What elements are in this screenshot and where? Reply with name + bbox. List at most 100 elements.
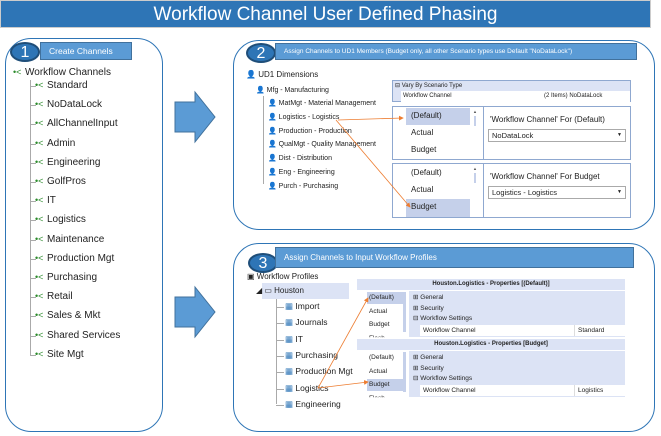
- channel-item[interactable]: •<Shared Services: [35, 329, 121, 341]
- scrollbar[interactable]: ▲: [473, 109, 477, 159]
- workflow-profiles-root[interactable]: ▣ Workflow Profiles: [247, 272, 319, 281]
- channel-item[interactable]: •<Site Mgt: [35, 348, 84, 360]
- workflow-profile-item[interactable]: ▦ Journals: [285, 317, 328, 328]
- property-section[interactable]: ⊞ Security: [413, 364, 444, 372]
- channel-item[interactable]: •<Admin: [35, 137, 76, 149]
- channel-item[interactable]: •<Purchasing: [35, 272, 98, 283]
- step3-panel: [233, 243, 655, 432]
- scenario-item[interactable]: Flash: [369, 395, 385, 398]
- tree-line: [30, 162, 36, 164]
- scrollbar[interactable]: [403, 292, 406, 332]
- houston-profile[interactable]: ◢ ▭ Houston: [256, 286, 304, 295]
- ud1-member[interactable]: 👤 QualMgt - Quality Management: [268, 141, 376, 149]
- channel-item[interactable]: •<Production Mgt: [35, 252, 115, 264]
- default-channel-select[interactable]: NoDataLock▼: [488, 129, 626, 142]
- ud1-member[interactable]: 👤 Production - Production: [268, 127, 352, 135]
- property-section[interactable]: ⊞ General: [413, 354, 444, 361]
- tree-line: [30, 143, 36, 145]
- step1-header: Create Channels: [40, 42, 132, 60]
- grid-value: (2 Items) NoDataLock: [544, 93, 603, 99]
- channel-item[interactable]: •<AllChannelInput: [35, 118, 118, 130]
- channel-icon: •<: [35, 310, 44, 321]
- workflow-channel-label: Workflow Channel: [423, 387, 476, 394]
- step2-header: Assign Channels to UD1 Members (Budget o…: [275, 43, 637, 60]
- ud1-root[interactable]: 👤 UD1 Dimensions: [246, 70, 319, 79]
- scenario-item[interactable]: (Default): [411, 111, 442, 120]
- tree-line: [30, 201, 36, 203]
- grid-icon: ▦: [285, 366, 294, 377]
- tree-line: [276, 307, 284, 308]
- grid-icon: ▦: [285, 382, 294, 393]
- scenario-item[interactable]: Budget: [369, 381, 390, 388]
- scenario-item[interactable]: Budget: [411, 145, 437, 154]
- ud1-member[interactable]: 👤 Logistics - Logistics: [268, 113, 340, 121]
- scenario-item[interactable]: Budget: [411, 202, 437, 211]
- scenario-item[interactable]: Actual: [411, 128, 434, 137]
- property-section[interactable]: ⊞ Security: [413, 304, 444, 312]
- tree-line: [30, 258, 36, 260]
- workflow-channels-root[interactable]: •<Workflow Channels: [13, 67, 111, 78]
- channel-item[interactable]: •<Sales & Mkt: [35, 310, 101, 322]
- channel-item[interactable]: •<Engineering: [35, 156, 101, 168]
- tree-line: [30, 105, 36, 107]
- tree-line: [263, 96, 264, 184]
- tree-line: [30, 239, 36, 241]
- workflow-profile-item[interactable]: ▦ Engineering: [285, 398, 341, 409]
- property-section[interactable]: ⊞ General: [413, 294, 444, 301]
- channel-item[interactable]: •<NoDataLock: [35, 99, 103, 111]
- tree-line: [30, 220, 36, 222]
- scenario-item[interactable]: Flash: [369, 335, 385, 338]
- scenario-item[interactable]: Actual: [411, 185, 434, 194]
- tree-line: [30, 278, 36, 279]
- scenario-item[interactable]: (Default): [369, 294, 394, 301]
- ud1-parent[interactable]: 👤 Mfg - Manufacturing: [256, 87, 329, 94]
- channel-item[interactable]: •<Maintenance: [35, 233, 105, 245]
- scenario-item[interactable]: (Default): [369, 354, 394, 361]
- channel-icon: •<: [35, 99, 44, 110]
- ud1-member[interactable]: 👤 Dist - Distribution: [268, 155, 332, 163]
- grid-icon: ▦: [285, 317, 294, 328]
- tree-line: [30, 297, 36, 299]
- channel-icon: •<: [35, 329, 44, 340]
- scrollbar[interactable]: [403, 352, 406, 392]
- property-section[interactable]: ⊟ Workflow Settings: [413, 315, 473, 323]
- workflow-channel-value[interactable]: Standard: [574, 325, 604, 336]
- default-title: 'Workflow Channel' For (Default): [490, 115, 605, 124]
- tree-line: [276, 404, 284, 406]
- step1-panel: [5, 38, 163, 432]
- grid-icon: ▦: [285, 349, 294, 360]
- channel-icon: •<: [35, 291, 44, 302]
- channel-icon: •<: [35, 233, 44, 244]
- budget-channel-select[interactable]: Logistics - Logistics▼: [488, 186, 626, 199]
- channel-item[interactable]: •<Retail: [35, 291, 73, 303]
- channel-item[interactable]: •<Logistics: [35, 214, 86, 226]
- ud1-member[interactable]: 👤 Eng - Engineering: [268, 169, 335, 176]
- chevron-down-icon: ▼: [617, 132, 622, 138]
- workflow-profile-item[interactable]: ▦ Logistics: [285, 382, 329, 393]
- channel-icon: •<: [13, 67, 22, 77]
- properties-title: Houston.Logistics - Properties [Budget]: [357, 339, 625, 350]
- ud1-member[interactable]: 👤 MatMgt - Material Management: [268, 100, 376, 107]
- channel-item[interactable]: •<Standard: [35, 80, 88, 91]
- scrollbar[interactable]: ▲: [473, 166, 477, 216]
- tree-line: [276, 388, 284, 390]
- scenario-item[interactable]: Budget: [369, 321, 390, 328]
- tree-line: [276, 323, 284, 325]
- tree-line: [30, 80, 31, 356]
- scenario-item[interactable]: Actual: [369, 367, 388, 375]
- properties-title: Houston.Logistics - Properties [(Default…: [357, 279, 625, 290]
- scenario-item[interactable]: (Default): [411, 168, 442, 177]
- properties-panel: Houston.Logistics - Properties [Budget] …: [357, 339, 625, 397]
- workflow-profile-item[interactable]: ▦ Import: [285, 301, 320, 311]
- workflow-profile-item[interactable]: ▦ Production Mgt: [285, 366, 353, 377]
- scenario-item[interactable]: Actual: [369, 307, 388, 315]
- tree-line: [30, 124, 36, 126]
- channel-item[interactable]: •<GolfPros: [35, 176, 86, 187]
- property-section[interactable]: ⊟ Workflow Settings: [413, 375, 473, 383]
- channel-item[interactable]: •<IT: [35, 195, 56, 207]
- ud1-member[interactable]: 👤 Purch - Purchasing: [268, 182, 339, 190]
- workflow-profile-item[interactable]: ▦ Purchasing: [285, 349, 338, 360]
- workflow-channel-value[interactable]: Logistics: [574, 385, 603, 396]
- workflow-profile-item[interactable]: ▦ IT: [285, 333, 303, 344]
